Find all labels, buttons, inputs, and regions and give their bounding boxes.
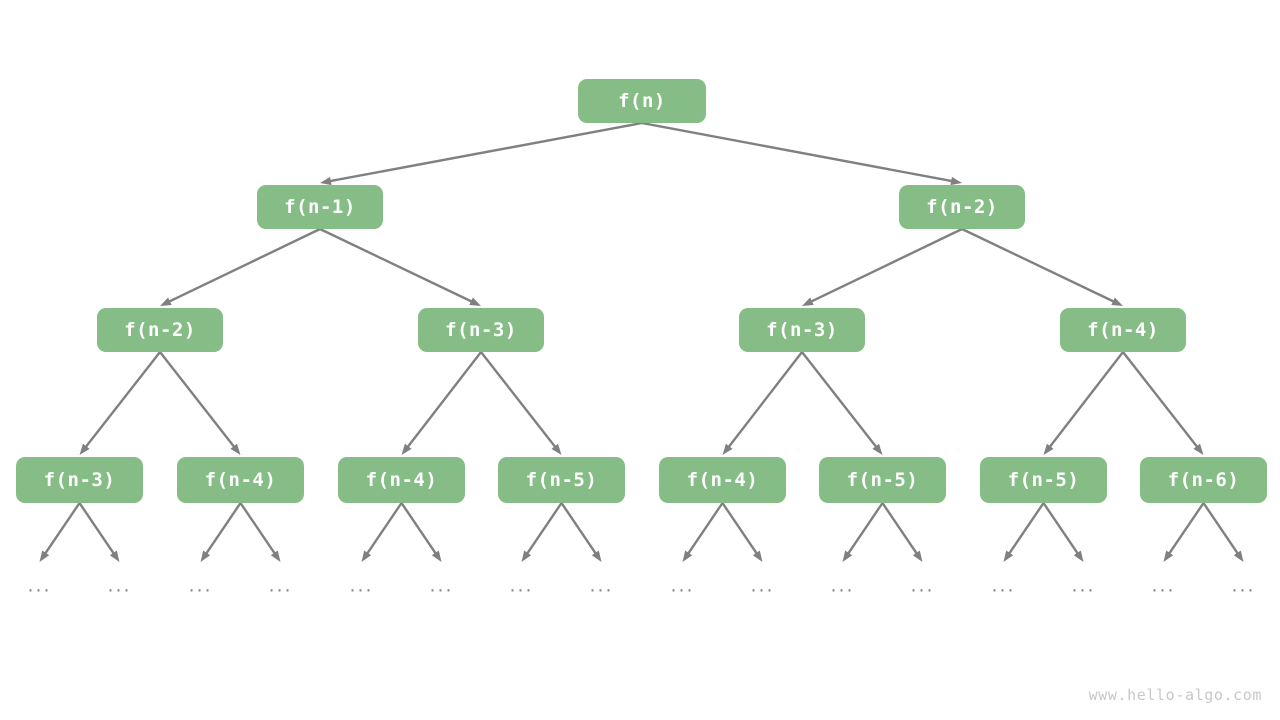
edge-n1-to-n4	[318, 227, 481, 306]
leaf-stub-arrow-n13-left	[1003, 501, 1045, 562]
tree-node-n14: f(n-6)	[1140, 457, 1267, 503]
edge-n3-to-n7	[79, 350, 162, 455]
edge-n4-to-n9	[401, 350, 483, 455]
tree-node-n11: f(n-4)	[659, 457, 786, 503]
tree-node-n5: f(n-3)	[739, 308, 865, 352]
edge-n3-to-n8	[158, 350, 241, 455]
tree-node-n6: f(n-4)	[1060, 308, 1186, 352]
edge-n0-to-n1	[320, 121, 644, 186]
ellipsis-marker: ...	[188, 574, 213, 597]
edge-n5-to-n12	[800, 350, 883, 455]
leaf-stub-arrow-n8-left	[200, 501, 242, 562]
edge-n4-to-n10	[479, 350, 562, 455]
ellipsis-marker: ...	[830, 574, 855, 597]
leaf-stub-arrow-n13-right	[1042, 501, 1084, 562]
tree-node-n10: f(n-5)	[498, 457, 625, 503]
edge-n6-to-n13	[1043, 350, 1125, 455]
ellipsis-marker: ...	[910, 574, 935, 597]
tree-node-n2: f(n-2)	[899, 185, 1025, 229]
ellipsis-marker: ...	[107, 574, 132, 597]
leaf-stub-arrow-n9-right	[400, 501, 442, 562]
ellipsis-marker: ...	[1071, 574, 1096, 597]
ellipsis-marker: ...	[750, 574, 775, 597]
tree-node-n4: f(n-3)	[418, 308, 544, 352]
tree-node-n8: f(n-4)	[177, 457, 304, 503]
leaf-stub-arrow-n14-left	[1163, 501, 1205, 562]
leaf-stub-arrow-n9-left	[361, 501, 403, 562]
ellipsis-marker: ...	[589, 574, 614, 597]
ellipsis-marker: ...	[268, 574, 293, 597]
edge-n5-to-n11	[722, 350, 804, 455]
tree-node-n0: f(n)	[578, 79, 706, 123]
leaf-stub-arrow-n10-right	[560, 501, 602, 562]
tree-node-n13: f(n-5)	[980, 457, 1107, 503]
edge-n1-to-n3	[160, 227, 322, 306]
tree-node-n12: f(n-5)	[819, 457, 946, 503]
ellipsis-marker: ...	[991, 574, 1016, 597]
leaf-stub-arrow-n12-right	[881, 501, 923, 562]
ellipsis-marker: ...	[349, 574, 374, 597]
watermark: www.hello-algo.com	[1088, 686, 1262, 704]
leaf-stub-arrow-n10-left	[521, 501, 563, 562]
tree-node-n9: f(n-4)	[338, 457, 465, 503]
tree-node-n3: f(n-2)	[97, 308, 223, 352]
ellipsis-marker: ...	[509, 574, 534, 597]
edge-n6-to-n14	[1121, 350, 1204, 455]
ellipsis-marker: ...	[670, 574, 695, 597]
leaf-stub-arrow-n11-right	[721, 501, 763, 562]
edge-n2-to-n6	[960, 227, 1123, 306]
tree-node-n1: f(n-1)	[257, 185, 383, 229]
ellipsis-marker: ...	[1151, 574, 1176, 597]
leaf-stub-arrow-n12-left	[842, 501, 884, 562]
leaf-stub-arrow-n11-left	[682, 501, 724, 562]
ellipsis-marker: ...	[429, 574, 454, 597]
tree-node-n7: f(n-3)	[16, 457, 143, 503]
leaf-stub-arrow-n7-right	[78, 501, 120, 562]
leaf-stub-arrow-n14-right	[1202, 501, 1244, 562]
leaf-stub-arrow-n8-right	[239, 501, 281, 562]
ellipsis-marker: ...	[1231, 574, 1256, 597]
edge-n2-to-n5	[802, 227, 964, 306]
ellipsis-marker: ...	[27, 574, 52, 597]
leaf-stub-arrow-n7-left	[39, 501, 81, 562]
edge-n0-to-n2	[640, 121, 962, 186]
